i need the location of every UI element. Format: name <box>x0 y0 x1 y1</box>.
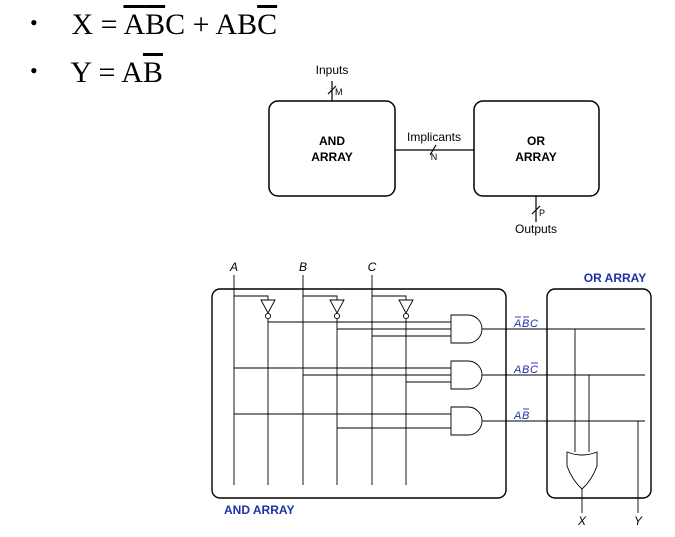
eq-plus: + <box>192 8 210 41</box>
eq-term-1: AB <box>121 56 163 89</box>
outputs-label: Outputs <box>515 222 557 236</box>
term-label-2: A B C <box>513 362 538 376</box>
input-label-b: B <box>299 260 307 274</box>
and-array-label-2: ARRAY <box>311 150 353 164</box>
term-label-1: A B C <box>513 316 538 330</box>
eq-term-1: ABC <box>123 8 192 41</box>
pla-labels: A B C OR ARRAY AND ARRAY A B C A B C A B… <box>224 260 646 528</box>
and-array-block <box>268 100 396 197</box>
eq-lit: A <box>123 8 146 41</box>
bullet: • <box>30 58 38 83</box>
term-label-3: A B <box>513 408 529 422</box>
eq-equals: = <box>100 8 118 41</box>
eq-equals: = <box>98 56 116 89</box>
and-gate-2 <box>450 360 483 390</box>
equation-x: • X = ABC + ABC <box>30 6 277 42</box>
eq-lit: A <box>215 8 238 41</box>
inverter-b <box>329 299 345 320</box>
equation-y: • Y = AB <box>30 54 163 90</box>
term-lit: B <box>522 364 529 376</box>
and-array-label-1: AND <box>319 134 345 148</box>
eq-term-2: ABC <box>215 8 277 41</box>
eq-lit: B <box>142 56 163 89</box>
implicants-bus-slash <box>429 144 437 156</box>
inverter-branch-c <box>372 295 407 300</box>
and-array-title: AND ARRAY <box>224 503 294 517</box>
or-array-frame <box>546 288 652 499</box>
and-array-frame <box>211 288 507 499</box>
and-gate-1 <box>450 314 483 344</box>
eq-lit: B <box>145 8 166 41</box>
inverter-c <box>398 299 414 320</box>
implicants-bus-label: N <box>431 152 438 162</box>
pla-schematic <box>211 275 652 513</box>
inputs-bus-slash <box>327 85 337 95</box>
implicants-label: Implicants <box>407 130 461 144</box>
eq-lhs-y: Y <box>70 56 91 89</box>
input-label-c: C <box>368 260 377 274</box>
or-array-label-1: OR <box>527 134 545 148</box>
or-array-label-2: ARRAY <box>515 150 557 164</box>
eq-lit: A <box>121 56 143 89</box>
block-labels: Inputs M AND ARRAY Implicants N OR ARRAY… <box>311 63 557 236</box>
or-array-title: OR ARRAY <box>584 271 646 285</box>
output-label-y: Y <box>634 514 643 528</box>
eq-lit: B <box>237 8 258 41</box>
term-lit: C <box>530 364 538 376</box>
term-lit: A <box>513 410 521 422</box>
term-lit: A <box>513 318 521 330</box>
inverter-branch-a <box>234 295 269 300</box>
eq-lit: C <box>257 8 278 41</box>
inputs-label: Inputs <box>316 63 349 77</box>
block-diagram <box>268 81 600 222</box>
term-lit: B <box>522 410 529 422</box>
bullet: • <box>30 10 38 35</box>
output-label-x: X <box>577 514 587 528</box>
eq-lit: C <box>165 8 186 41</box>
and-gate-3 <box>450 406 483 436</box>
term-lit: A <box>513 364 521 376</box>
inverter-branch-b <box>303 295 338 300</box>
term-lit: B <box>522 318 529 330</box>
or-array-block <box>473 100 600 197</box>
or-gate <box>566 451 598 490</box>
eq-lhs-x: X <box>71 8 94 41</box>
input-label-a: A <box>229 260 238 274</box>
outputs-bus-label: P <box>539 208 545 218</box>
outputs-bus-slash <box>531 205 541 215</box>
term-lit: C <box>530 318 538 330</box>
inverter-a <box>260 299 276 320</box>
inputs-bus-label: M <box>335 87 343 97</box>
